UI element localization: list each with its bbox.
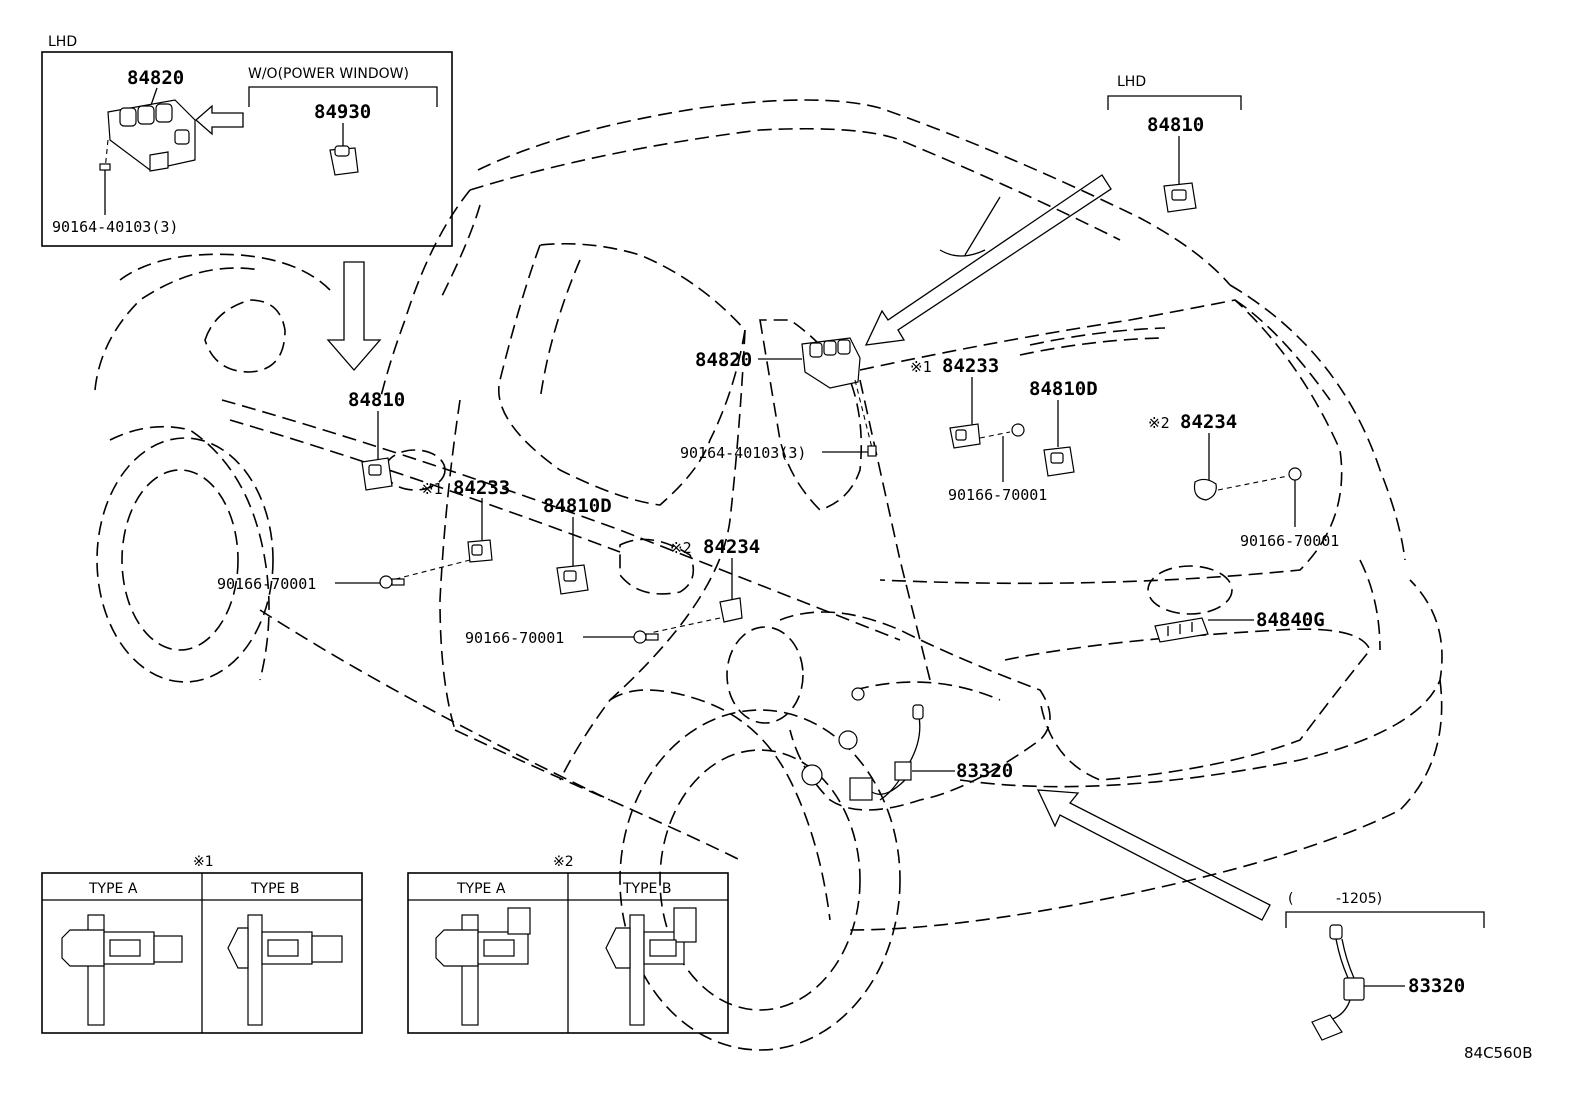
type-table-1: ※1 TYPE A TYPE B — [41, 854, 363, 1034]
figure-code: 84C560B — [1464, 1044, 1532, 1062]
clip-icon-d — [1288, 467, 1302, 481]
lhd-inset-panel: LHD 84820 90164-40103(3) W/O(POWER WINDO… — [41, 34, 453, 247]
label-84233-rear: 84233 — [942, 355, 999, 377]
right-part-84810: 84810 — [1147, 114, 1204, 136]
inset-screw-label: 90164-40103(3) — [52, 218, 178, 236]
part-84820-group: 84820 90164-40103(3) — [680, 337, 877, 462]
label-clip-c: 90166-70001 — [948, 486, 1047, 504]
range-open: ( — [1288, 891, 1293, 907]
label-84810D-rear: 84810D — [1029, 378, 1098, 400]
label-83320-main: 83320 — [956, 760, 1013, 782]
screw-icon — [99, 163, 111, 182]
inset-variant-label: W/O(POWER WINDOW) — [248, 66, 409, 82]
single-switch-icon — [329, 145, 359, 176]
label-83320-range: 83320 — [1408, 975, 1465, 997]
label-84810-left: 84810 — [348, 389, 405, 411]
inset-frame — [41, 51, 453, 247]
range-label: -1205) — [1336, 891, 1382, 907]
clip-icon-a — [379, 575, 405, 589]
table1-col-b: TYPE B — [250, 881, 299, 897]
mark2-rear: ※2 — [1148, 414, 1170, 432]
type-b-sensor-icon-1 — [227, 914, 343, 1026]
part-83320-main-group: 83320 — [801, 687, 1013, 801]
table2-col-b: TYPE B — [622, 881, 671, 897]
pointer-arrows — [195, 104, 1271, 921]
part-84840G-group: 84840G — [1154, 609, 1325, 643]
right-region-label: LHD — [1117, 74, 1146, 90]
part-84234-front-group: ※2 84234 90166-70001 — [465, 536, 760, 647]
part-84233-rear-group: ※1 84233 90166-70001 — [910, 355, 1047, 504]
part-84810D-rear-group: 84810D — [1029, 378, 1098, 477]
table1-col-a: TYPE A — [88, 881, 138, 897]
table2-mark: ※2 — [553, 854, 574, 870]
type-b-sensor-icon-2 — [605, 907, 697, 1026]
label-clip-a: 90166-70001 — [217, 575, 316, 593]
label-84233-front: 84233 — [453, 477, 510, 499]
door-switch-icon — [1163, 182, 1197, 213]
inset-region-label: LHD — [48, 34, 77, 50]
part-84810-left-group: 84810 — [348, 389, 405, 491]
inset-part-84820: 84820 — [127, 67, 184, 89]
label-clip-d: 90166-70001 — [1240, 532, 1339, 550]
label-84234-front: 84234 — [703, 536, 760, 558]
label-84820: 84820 — [695, 349, 752, 371]
type-a-sensor-icon-2 — [435, 907, 531, 1026]
lhd-right-group: LHD 84810 — [1107, 74, 1242, 213]
clip-icon-b — [633, 630, 659, 644]
mark1-rear: ※1 — [910, 358, 932, 376]
label-84234-rear: 84234 — [1180, 411, 1237, 433]
table1-mark: ※1 — [193, 854, 214, 870]
part-84233-front-group: ※1 84233 90166-70001 — [217, 477, 510, 593]
range-box-group: ( -1205) 83320 — [1285, 891, 1485, 1041]
part-84810D-front-group: 84810D — [543, 495, 612, 595]
inset-part-84930: 84930 — [314, 101, 371, 123]
label-clip-b: 90166-70001 — [465, 629, 564, 647]
type-table-2: ※2 TYPE A TYPE B — [407, 854, 729, 1034]
master-switch-icon — [107, 99, 196, 172]
label-screw-door: 90164-40103(3) — [680, 444, 806, 462]
table2-col-a: TYPE A — [456, 881, 506, 897]
label-84840G: 84840G — [1256, 609, 1325, 631]
clip-icon-c — [1011, 423, 1025, 437]
label-84810D-front: 84810D — [543, 495, 612, 517]
mark2-front: ※2 — [670, 539, 692, 557]
part-84234-rear-group: ※2 84234 90166-70001 — [1148, 411, 1339, 550]
mark1-front: ※1 — [421, 480, 443, 498]
type-a-sensor-icon-1 — [61, 914, 183, 1026]
